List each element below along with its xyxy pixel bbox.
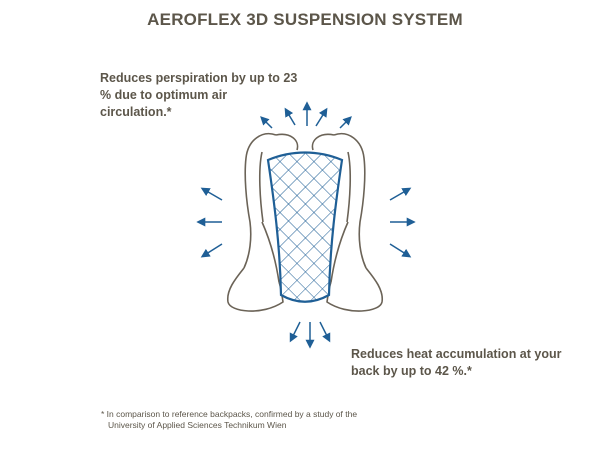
airflow-arrow-icon xyxy=(200,187,223,201)
footnote: * In comparison to reference backpacks, … xyxy=(101,409,357,431)
airflow-arrow-icon xyxy=(289,321,301,343)
airflow-arrow-icon xyxy=(200,243,223,258)
footnote-line-1: * In comparison to reference backpacks, … xyxy=(101,409,358,419)
airflow-arrow-icon xyxy=(284,107,296,126)
footnote-line-2: University of Applied Sciences Technikum… xyxy=(108,420,287,430)
airflow-arrow-icon xyxy=(389,187,412,201)
backpack-suspension-illustration xyxy=(196,101,416,349)
backpack-back-panel-icon xyxy=(226,133,384,312)
airflow-arrows xyxy=(196,101,416,349)
airflow-arrow-icon xyxy=(315,107,328,127)
airflow-arrow-icon xyxy=(389,243,412,258)
airflow-arrow-icon xyxy=(339,116,352,129)
callout-heat-accumulation: Reduces heat accumulation at your back b… xyxy=(351,347,562,378)
page-title: AEROFLEX 3D SUSPENSION SYSTEM xyxy=(147,10,463,29)
airflow-arrow-icon xyxy=(260,116,273,129)
mesh-back-panel xyxy=(266,151,344,303)
airflow-arrow-icon xyxy=(319,321,331,343)
callout-perspiration: Reduces perspiration by up to 23 % due t… xyxy=(100,71,298,119)
